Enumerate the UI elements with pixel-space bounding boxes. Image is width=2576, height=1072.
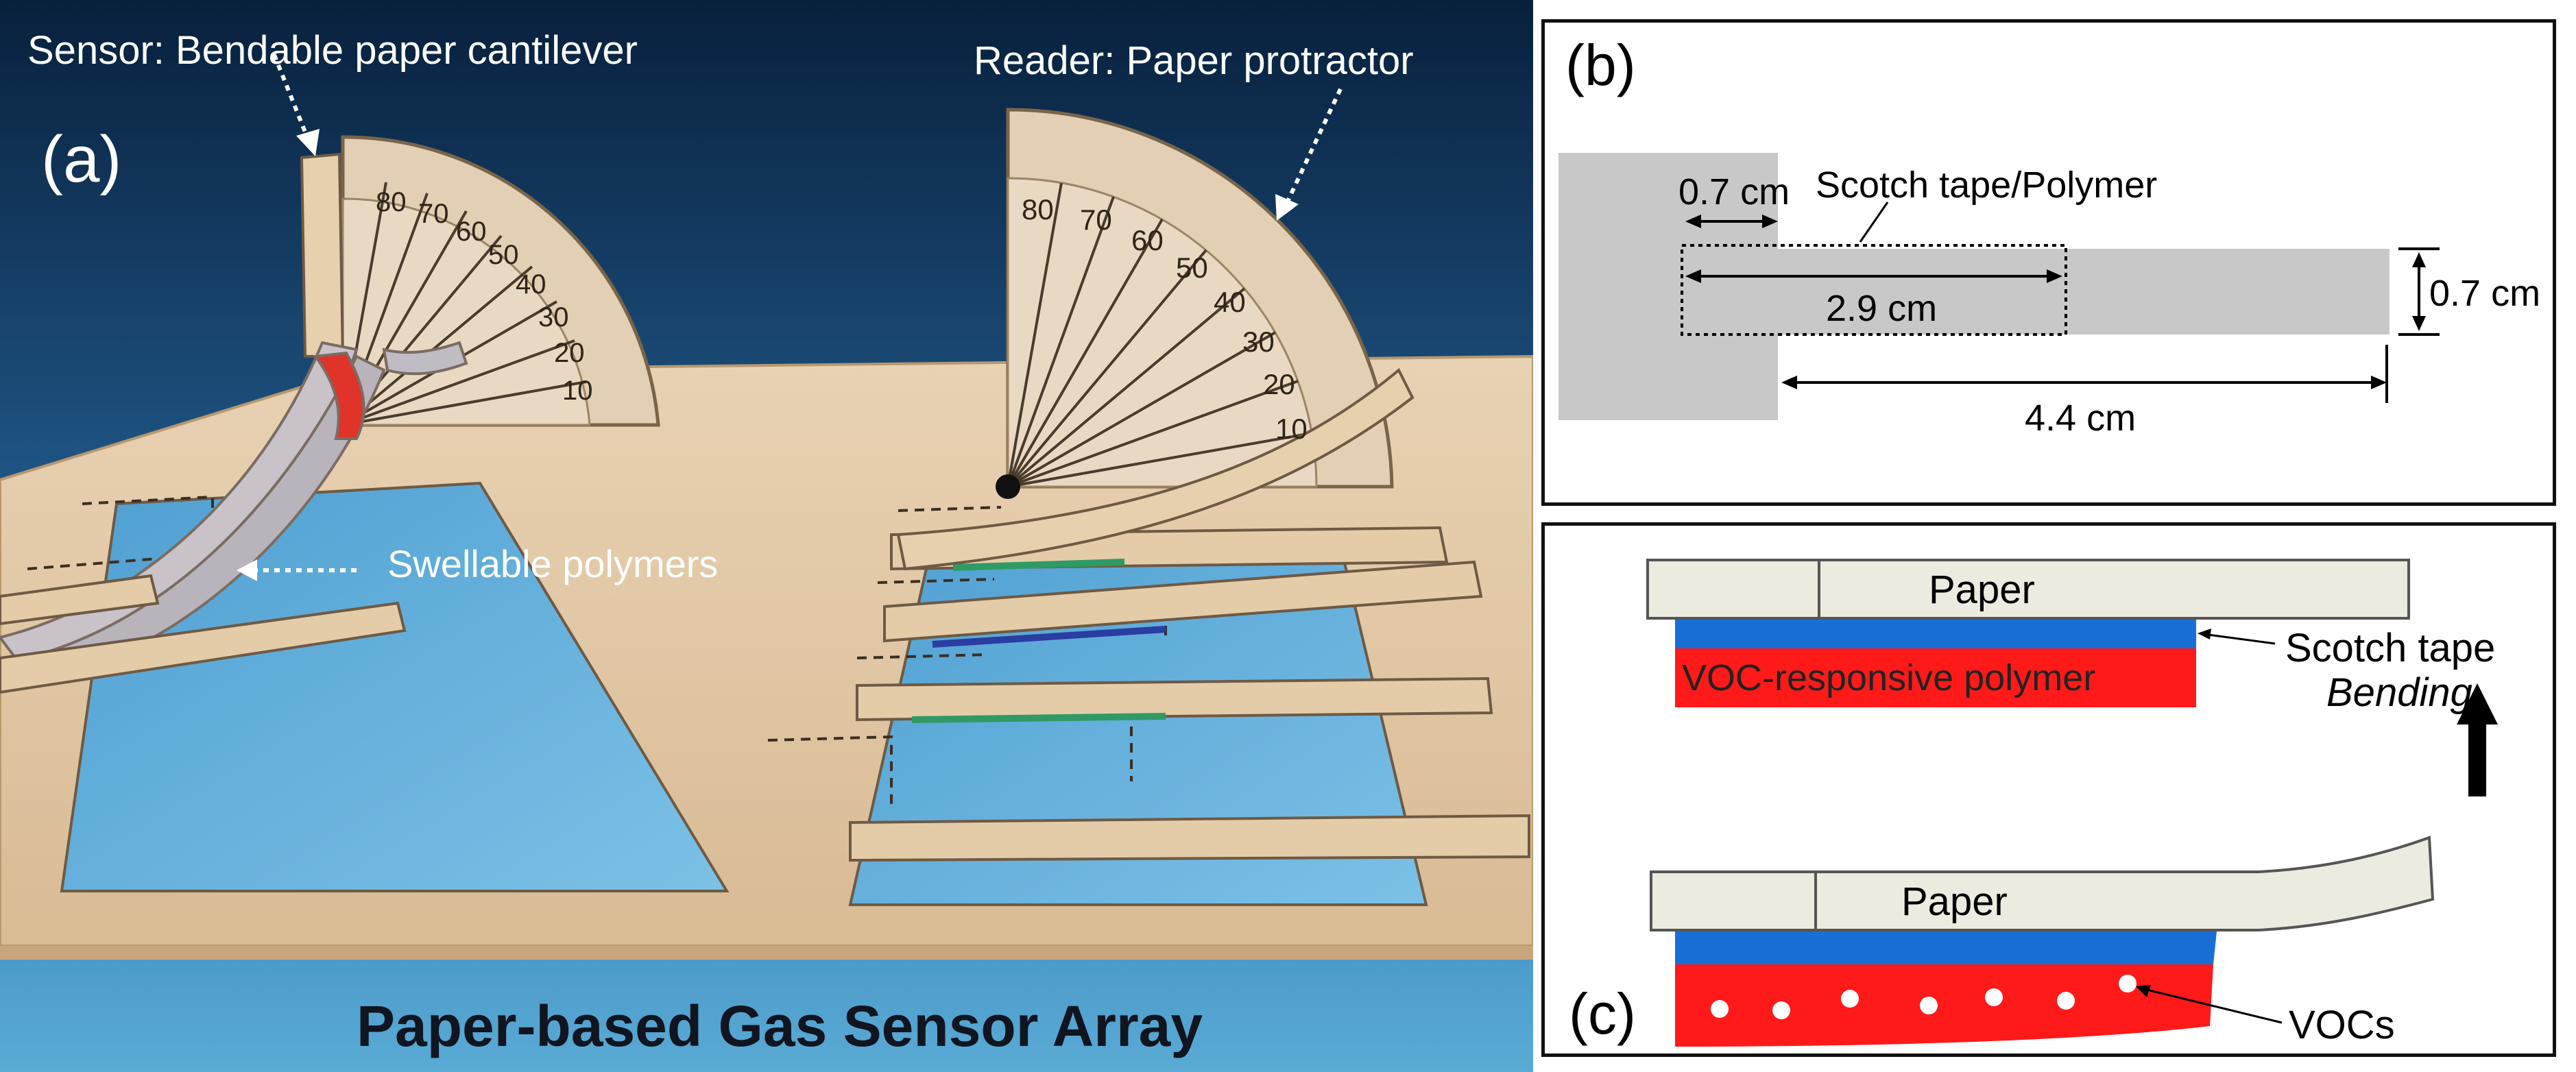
arrowhead: [1685, 269, 1701, 283]
pointer-head-reader: [1275, 194, 1299, 221]
panel-b-letter: (b): [1565, 33, 1636, 97]
right-protractor-tick-20: 20: [1263, 368, 1295, 400]
right-polymer-stripes: [911, 559, 1166, 723]
dim-bottom-label: 4.4 cm: [2025, 398, 2136, 439]
flat-polymer-layer: [1675, 648, 2196, 707]
tape-polymer-label: Scotch tape/Polymer: [1816, 165, 2158, 206]
arrowhead: [2412, 316, 2426, 331]
bottom-paper-label: Paper: [1901, 879, 2008, 924]
bent-scotch-tape: [1675, 931, 2217, 964]
right-bent-cantilever: [896, 367, 1415, 571]
swellable-polymers-label: Swellable polymers: [387, 542, 719, 585]
panel-c-letter: (c): [1569, 982, 1636, 1046]
panel-a-illustration: 80 70 60 50 40 30 20 10 80 70 60 50 40 3…: [0, 0, 1533, 1072]
dim-middle-label: 2.9 cm: [1826, 288, 1938, 329]
right-protractor-tick-60: 60: [1131, 224, 1164, 256]
figure-title: Paper-based Gas Sensor Array: [357, 994, 1203, 1058]
left-protractor-tick-30: 30: [538, 302, 569, 332]
right-protractor-tick-10: 10: [1275, 413, 1308, 445]
panel-a-letter: (a): [41, 123, 122, 196]
left-protractor-tick-70: 70: [418, 199, 449, 229]
panel-c-drawing: [1646, 559, 2498, 1047]
board-edge: [0, 946, 1533, 960]
left-flat-strips: [0, 574, 407, 694]
bending-label: Bending: [2326, 670, 2472, 715]
top-paper-label: Paper: [1929, 568, 2035, 612]
arrowhead: [1781, 376, 1797, 389]
tape-polymer-region: [1681, 244, 2067, 336]
flat-scotch-tape: [1675, 620, 2196, 648]
pointer-head-polymer: [237, 559, 257, 581]
voc-leader: [2141, 987, 2283, 1024]
bent-polymer-layer: [1675, 964, 2213, 1047]
right-protractor-tick-80: 80: [1022, 193, 1054, 226]
voc-responsive-polymer-label: VOC-responsive polymer: [1682, 657, 2096, 698]
left-protractor-tick-40: 40: [516, 269, 546, 300]
arrowhead: [1685, 215, 1701, 228]
voc-dots: [1711, 975, 2136, 1019]
sensor-label: Sensor: Bendable paper cantilever: [27, 28, 638, 73]
left-protractor-tick-60: 60: [456, 217, 487, 247]
panel-c-bending-schematic: Paper Scotch tape VOC-responsive polymer…: [1541, 522, 2556, 1057]
arrowhead: [2136, 985, 2151, 997]
bent-paper-strip: [1650, 836, 2435, 931]
reader-label: Reader: Paper protractor: [974, 38, 1414, 83]
vocs-label: VOCs: [2289, 1003, 2395, 1047]
pointer-head-sensor: [296, 129, 320, 156]
arrowhead: [1762, 215, 1778, 228]
sensor-pointer: [272, 53, 311, 142]
panel-b-drawing: [1558, 153, 2440, 420]
right-protractor-tick-30: 30: [1242, 326, 1275, 358]
right-protractor-tick-70: 70: [1080, 204, 1112, 236]
left-protractor-tick-10: 10: [562, 376, 593, 406]
arrowhead: [2047, 269, 2062, 283]
scotch-tape-leader: [2202, 633, 2276, 645]
tape-label-leader: [1859, 202, 1889, 243]
bending-arrow-head: [2457, 683, 2498, 724]
right-protractor-tick-40: 40: [1214, 286, 1246, 318]
left-sensor-strip: [300, 152, 345, 358]
arrowhead: [2371, 376, 2387, 389]
arrowhead: [2198, 629, 2211, 639]
right-cantilever-strips: [849, 526, 1530, 862]
dim-top-label: 0.7 cm: [1678, 171, 1790, 212]
panel-b-dimensions: (b) 0.7 cm Scotch tape/Polymer 2.9 cm 0.…: [1541, 19, 2556, 506]
right-protractor-tick-50: 50: [1176, 252, 1208, 284]
panel-a-scene: [0, 0, 1533, 1072]
dim-right-label: 0.7 cm: [2429, 273, 2541, 314]
right-protractor: [996, 108, 1394, 499]
left-protractor-tick-80: 80: [376, 187, 407, 217]
flat-paper-strip: [1646, 559, 2410, 620]
left-protractor-tick-50: 50: [488, 240, 519, 270]
bending-arrow-shaft: [2468, 721, 2486, 796]
scotch-tape-label: Scotch tape: [2285, 626, 2496, 670]
arrowhead: [2412, 252, 2426, 267]
left-protractor-tick-20: 20: [554, 338, 585, 368]
